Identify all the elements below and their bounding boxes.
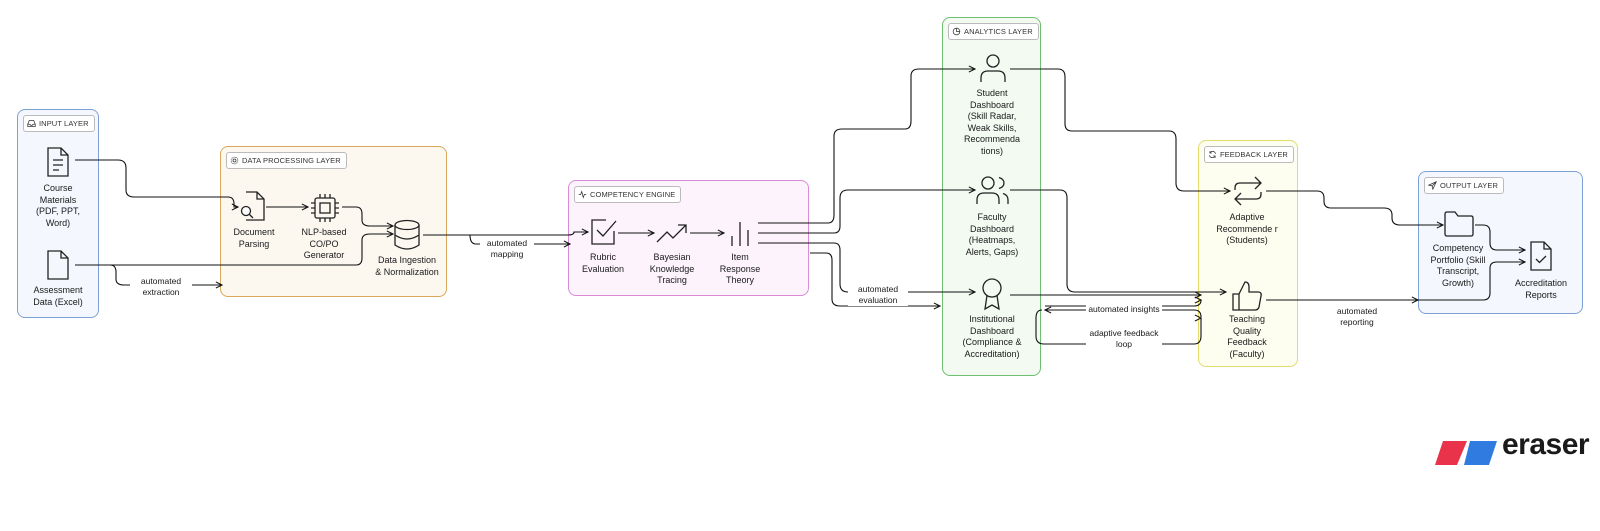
competency-engine-title: COMPETENCY ENGINE (590, 190, 676, 199)
edge-irt-to-faculty (758, 190, 975, 234)
processing-layer-title: DATA PROCESSING LAYER (242, 156, 341, 165)
data-ingestion-label: Data Ingestion & Normalization (375, 255, 439, 277)
input-layer-title: INPUT LAYER (39, 119, 89, 128)
input-layer-group: INPUT LAYER (17, 109, 99, 318)
thumbs-up-icon (1232, 281, 1262, 311)
institutional-dashboard-label: Institutional Dashboard (Compliance & Ac… (962, 314, 1022, 359)
edge-recommender-to-portfolio (1266, 190, 1443, 225)
processing-layer-tag: DATA PROCESSING LAYER (226, 152, 347, 169)
edge-assessment-to-ingestion (75, 234, 393, 266)
nlp-generator-label: NLP-based CO/PO Generator (301, 227, 347, 260)
edge-teaching-to-institutional (1045, 310, 1202, 318)
eraser-logo-icon (1435, 441, 1497, 465)
competency-engine-group: COMPETENCY ENGINE (568, 180, 809, 296)
folder-icon (1444, 211, 1474, 237)
edge-mapping-to-engine (469, 234, 570, 244)
item-response-label: Item Response Theory (719, 252, 761, 285)
check-square-icon (591, 219, 617, 245)
edge-label-adaptive-feedback-loop: adaptive feedback loop (1086, 328, 1162, 350)
rubric-evaluation-label: Rubric Evaluation (581, 252, 625, 274)
trending-up-icon (656, 224, 687, 243)
competency-portfolio-label: Competency Portfolio (Skill Transcript, … (1430, 243, 1486, 288)
user-icon (980, 54, 1006, 82)
edge-label-automated-extraction: automated extraction (130, 276, 192, 298)
file-icon (47, 250, 69, 280)
analytics-layer-tag: ANALYTICS LAYER (948, 23, 1039, 40)
edge-faculty-to-teaching (1010, 189, 1226, 292)
pie-chart-icon (952, 27, 961, 36)
cpu-icon (311, 194, 339, 222)
eraser-brand-text: eraser (1502, 428, 1590, 461)
feedback-layer-group: FEEDBACK LAYER (1198, 140, 1298, 367)
output-layer-title: OUTPUT LAYER (1440, 181, 1499, 190)
teaching-feedback-label: Teaching Quality Feedback (Faculty) (1227, 314, 1267, 359)
edge-label-automated-mapping: automated mapping (480, 238, 534, 260)
adaptive-recommender-label: Adaptive Recommende r (Students) (1216, 212, 1278, 245)
output-layer-group: OUTPUT LAYER (1418, 171, 1583, 314)
competency-engine-tag: COMPETENCY ENGINE (574, 186, 682, 203)
student-dashboard-label: Student Dashboard (Skill Radar, Weak Ski… (963, 88, 1021, 156)
file-check-icon (1530, 241, 1552, 271)
edge-label-automated-reporting: automated reporting (1326, 306, 1388, 328)
repeat-icon (1234, 176, 1262, 206)
feedback-layer-title: FEEDBACK LAYER (1220, 150, 1288, 159)
edge-label-automated-evaluation: automated evaluation (848, 284, 908, 306)
edge-irt-to-student (758, 69, 975, 224)
edge-ingestion-to-rubric (423, 232, 588, 235)
edge-teaching-to-reports (1266, 262, 1525, 301)
edge-course-to-parsing (75, 159, 238, 207)
award-icon (982, 278, 1002, 311)
analytics-layer-group: ANALYTICS LAYER (942, 17, 1041, 376)
input-layer-tag: INPUT LAYER (23, 115, 95, 132)
edge-nlp-to-ingestion (342, 206, 393, 226)
bayesian-tracing-label: Bayesian Knowledge Tracing (649, 252, 695, 285)
edge-insights-to-feedback (1045, 300, 1201, 307)
edge-irt-to-institutional (758, 242, 975, 292)
edge-feedback-loop (1035, 309, 1201, 345)
output-layer-tag: OUTPUT LAYER (1424, 177, 1505, 194)
edge-student-to-teaching (1010, 68, 1230, 191)
gear-icon (230, 156, 239, 165)
feedback-layer-tag: FEEDBACK LAYER (1204, 146, 1294, 163)
edge-label-automated-insights: automated insights (1086, 304, 1162, 315)
processing-layer-group: DATA PROCESSING LAYER (220, 146, 447, 297)
bar-chart-icon (731, 222, 749, 246)
file-text-icon (47, 147, 69, 177)
edge-portfolio-to-reports (1475, 224, 1525, 250)
inbox-icon (27, 120, 36, 127)
faculty-dashboard-label: Faculty Dashboard (Heatmaps, Alerts, Gap… (965, 212, 1019, 257)
analytics-layer-title: ANALYTICS LAYER (964, 27, 1033, 36)
edge-extraction-to-processing (75, 264, 222, 285)
users-icon (976, 176, 1009, 204)
edge-evaluation-to-institutional (810, 252, 940, 306)
activity-icon (578, 190, 587, 199)
document-parsing-label: Document Parsing (233, 227, 275, 249)
file-search-icon (240, 191, 265, 221)
assessment-data-label: Assessment Data (Excel) (33, 285, 83, 307)
refresh-icon (1209, 150, 1216, 159)
send-icon (1428, 181, 1437, 190)
course-materials-label: Course Materials (PDF, PPT, Word) (35, 183, 80, 228)
accreditation-reports-label: Accreditation Reports (1514, 278, 1568, 300)
database-icon (394, 219, 420, 250)
